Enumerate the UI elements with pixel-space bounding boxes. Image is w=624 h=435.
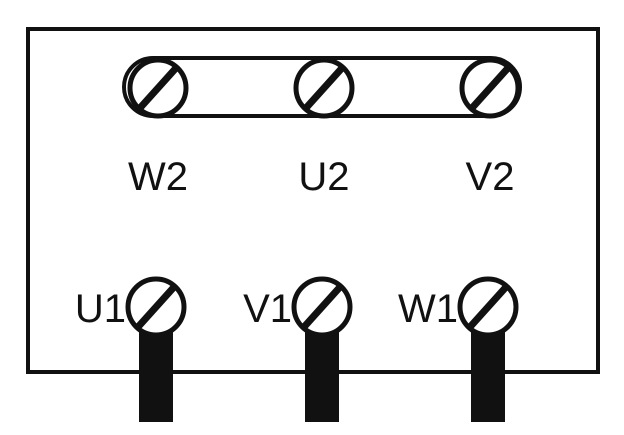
lead-wire-u1 <box>139 330 173 422</box>
terminal-screw-v2 <box>459 57 521 119</box>
label-u1: U1 <box>75 287 126 331</box>
label-w2: W2 <box>128 155 188 199</box>
terminal-screw-u1 <box>125 276 187 338</box>
screw-slot-icon <box>135 284 177 330</box>
screw-slot-icon <box>301 284 343 330</box>
label-u2: U2 <box>298 155 349 199</box>
label-v2: V2 <box>466 155 515 199</box>
screw-slot-icon <box>303 65 345 111</box>
label-v1: V1 <box>243 287 292 331</box>
screw-slot-icon <box>467 284 509 330</box>
lead-wire-v1 <box>305 330 339 422</box>
terminal-screw-v1 <box>291 276 353 338</box>
terminal-screw-w1 <box>457 276 519 338</box>
label-w1: W1 <box>398 287 458 331</box>
screw-slot-icon <box>469 65 511 111</box>
terminal-screw-u2 <box>293 57 355 119</box>
screw-slot-icon <box>137 65 179 111</box>
lead-wire-w1 <box>471 330 505 422</box>
terminal-screw-w2 <box>127 57 189 119</box>
